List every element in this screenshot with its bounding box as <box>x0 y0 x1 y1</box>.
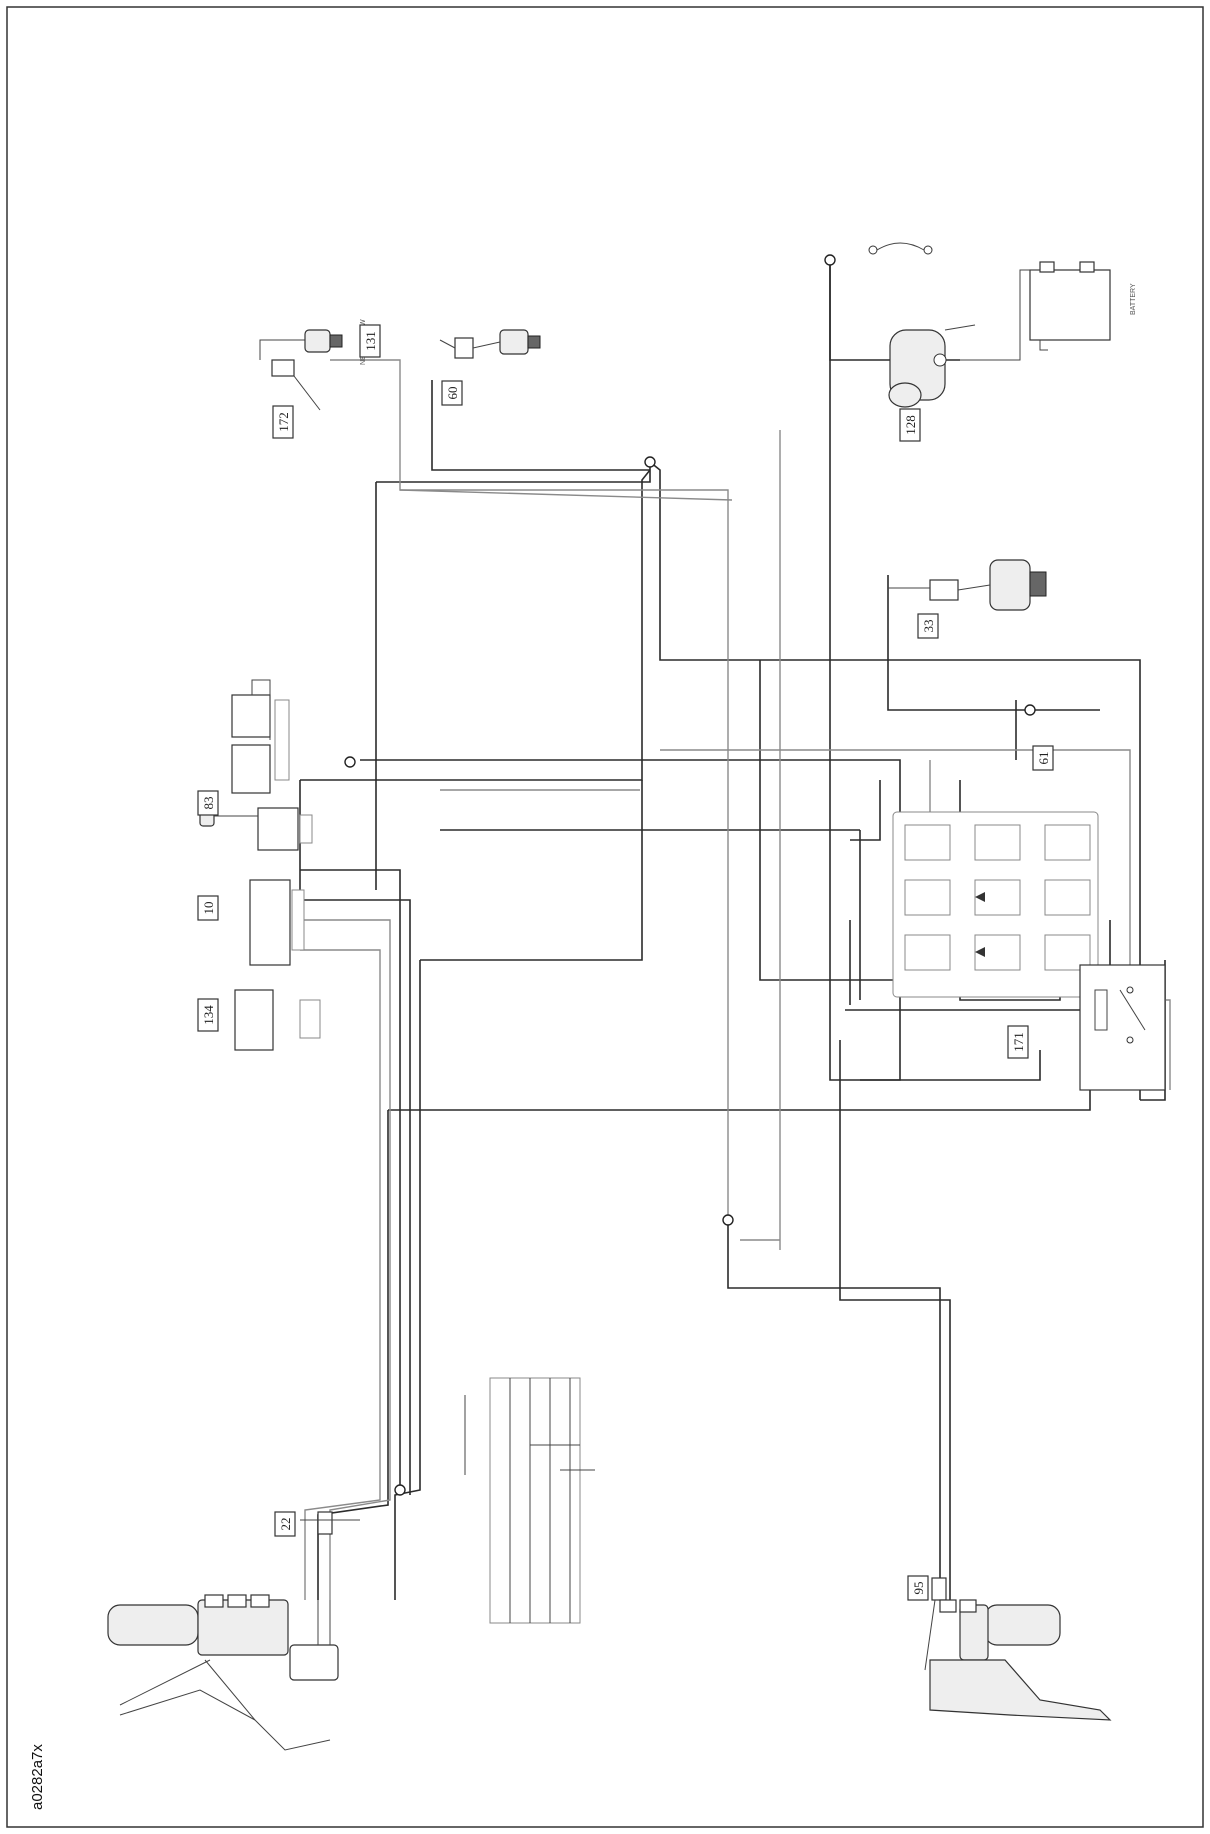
connector-83 <box>199 807 313 851</box>
page-frame <box>6 6 1204 1828</box>
svg-text:131: 131 <box>363 331 378 351</box>
ground-block <box>464 1377 595 1624</box>
svg-text:22: 22 <box>278 1518 293 1531</box>
oil-pressure-module <box>259 339 321 411</box>
figure-id: a0282a7x <box>29 1744 46 1810</box>
splice-points <box>344 254 1036 1496</box>
callout-10: 10 <box>197 895 219 921</box>
svg-text:134: 134 <box>201 1005 216 1025</box>
left-handlebar-connector <box>300 1511 360 1535</box>
svg-text:60: 60 <box>445 387 460 400</box>
svg-text:83: 83 <box>201 797 216 810</box>
wire-harness-dark <box>299 260 1166 1600</box>
svg-text:10: 10 <box>201 902 216 915</box>
ignition-switch <box>888 559 1047 611</box>
callout-128: 128 <box>899 408 921 442</box>
left-handlebar-switch <box>107 1594 339 1751</box>
starter-motor <box>888 324 976 408</box>
svg-text:172: 172 <box>276 412 291 432</box>
callout-131: 131 <box>359 324 381 358</box>
right-handlebar-connector <box>931 1577 947 1601</box>
svg-text:128: 128 <box>903 415 918 435</box>
starter-relay <box>1079 964 1166 1091</box>
oil-pressure-sensor <box>439 329 541 359</box>
wire-harness-light <box>300 359 1171 1600</box>
neutral-switch-sensor: NEUTRAL SW <box>304 319 367 365</box>
callout-33: 33 <box>917 613 939 639</box>
callout-172: 172 <box>272 405 294 439</box>
svg-text:95: 95 <box>911 1582 926 1595</box>
callout-60: 60 <box>441 380 463 406</box>
svg-text:33: 33 <box>921 620 936 633</box>
fuse-row-1 <box>904 824 1091 971</box>
callout-labels: 22 95 134 10 83 172 131 60 <box>197 324 1054 1601</box>
svg-text:171: 171 <box>1011 1032 1026 1052</box>
battery: BATTERY <box>960 261 1137 361</box>
callout-95: 95 <box>907 1575 929 1601</box>
fuse-relay-box <box>892 811 1099 998</box>
main-fuse <box>868 242 933 255</box>
callout-61: 61 <box>1032 745 1054 771</box>
right-handlebar-switch <box>924 1599 1112 1721</box>
callout-22: 22 <box>274 1511 296 1537</box>
connector-stack-top <box>231 679 290 794</box>
callout-171: 171 <box>1007 1025 1029 1059</box>
connector-134 <box>234 989 321 1051</box>
callout-83: 83 <box>197 790 219 816</box>
svg-text:BATTERY: BATTERY <box>1130 283 1137 315</box>
svg-text:61: 61 <box>1036 752 1051 765</box>
connector-10 <box>249 879 305 966</box>
callout-134: 134 <box>197 998 219 1032</box>
diode-symbols <box>975 892 985 957</box>
